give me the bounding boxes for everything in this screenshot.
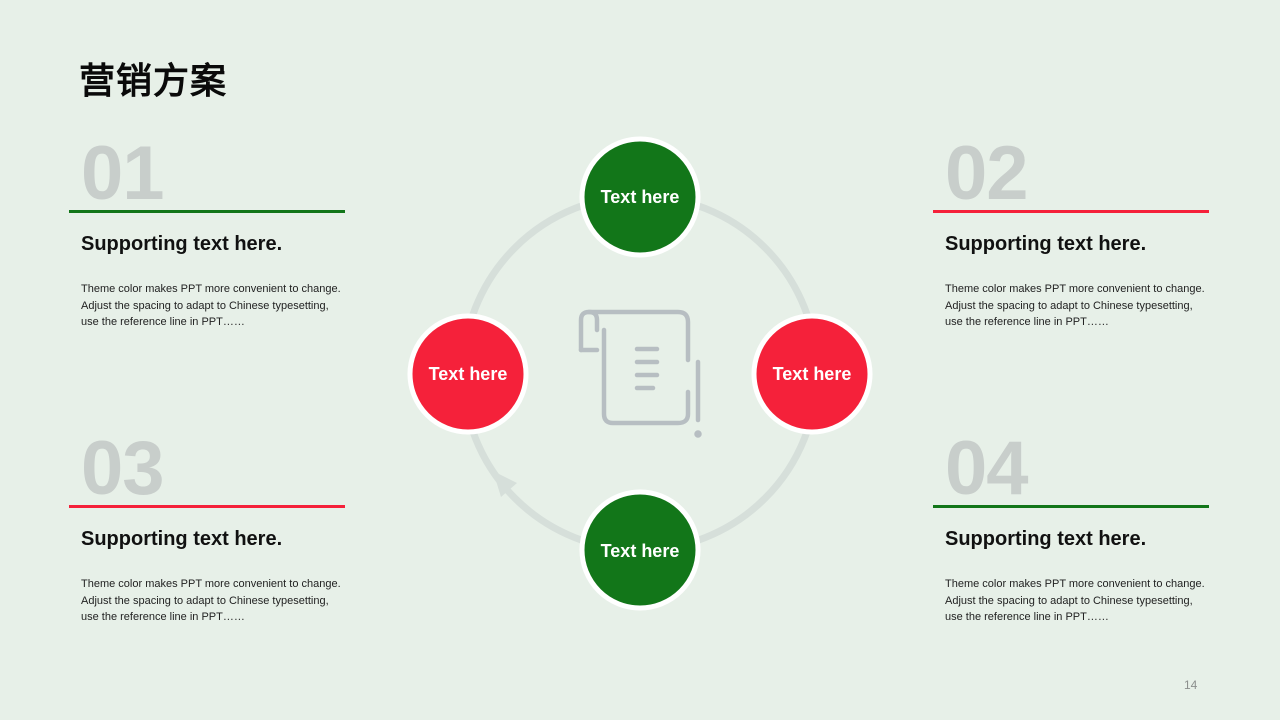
accent-rule [69,210,345,213]
cycle-node-top: Text here [579,136,701,258]
point-description: Theme color makes PPT more convenient to… [945,283,1205,328]
node-label: Text here [429,364,508,384]
point-number: 01 [81,131,165,216]
document-scroll-icon [578,309,702,438]
point-description: Theme color makes PPT more convenient to… [81,578,341,623]
cycle-arrow-icon [493,471,517,497]
cycle-node-bottom: Text here [579,489,701,611]
point-description: Theme color makes PPT more convenient to… [81,283,341,328]
cycle-node-right: Text here [751,313,873,435]
point-heading: Supporting text here. [81,528,283,550]
accent-rule [933,210,1209,213]
point-heading: Supporting text here. [945,233,1147,255]
slide-title: 营销方案 [79,61,228,102]
point-description: Theme color makes PPT more convenient to… [945,578,1205,623]
node-label: Text here [773,364,852,384]
point-number: 04 [945,426,1029,511]
node-label: Text here [601,541,680,561]
point-heading: Supporting text here. [81,233,283,255]
cycle-node-left: Text here [407,313,529,435]
accent-rule [69,505,345,508]
accent-rule [933,505,1209,508]
node-label: Text here [601,187,680,207]
point-number: 03 [81,426,165,511]
point-number: 02 [945,131,1029,216]
page-number: 14 [1184,678,1198,692]
point-heading: Supporting text here. [945,528,1147,550]
